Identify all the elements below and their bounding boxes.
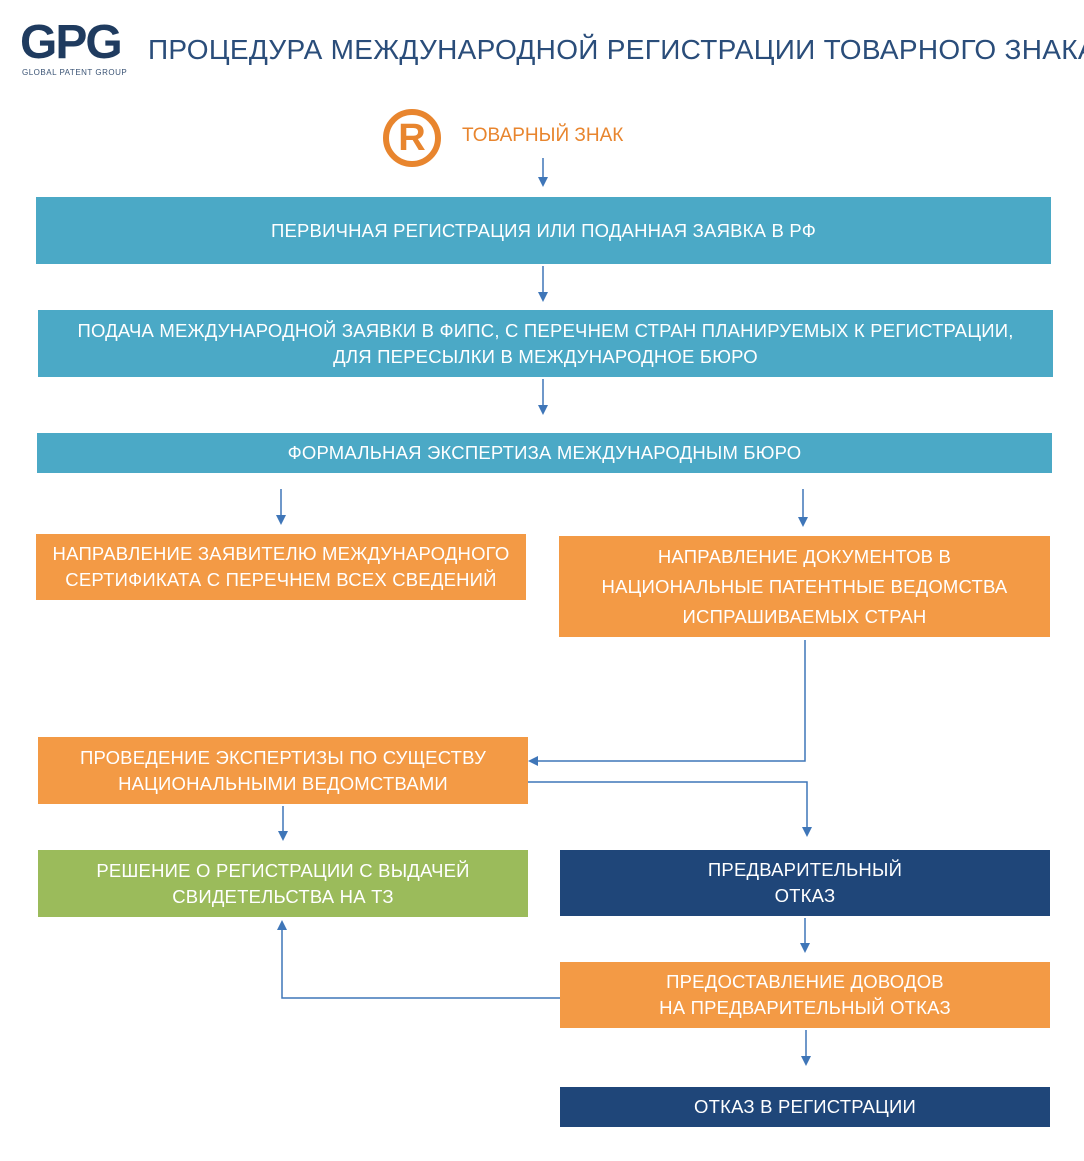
arrow-documents-to-substantive — [528, 640, 806, 766]
step-send-certificate-text: НАПРАВЛЕНИЕ ЗАЯВИТЕЛЮ МЕЖДУНАРОДНОГО СЕР… — [52, 543, 510, 590]
step-send-documents: НАПРАВЛЕНИЕ ДОКУМЕНТОВ В НАЦИОНАЛЬНЫЕ ПА… — [559, 536, 1050, 637]
step-refusal-arguments: ПРЕДОСТАВЛЕНИЕ ДОВОДОВ НА ПРЕДВАРИТЕЛЬНЫ… — [560, 962, 1050, 1028]
step-refusal-arguments-text: ПРЕДОСТАВЛЕНИЕ ДОВОДОВ НА ПРЕДВАРИТЕЛЬНЫ… — [659, 971, 951, 1018]
step-final-refusal-text: ОТКАЗ В РЕГИСТРАЦИИ — [694, 1096, 916, 1117]
page-title: ПРОЦЕДУРА МЕЖДУНАРОДНОЙ РЕГИСТРАЦИИ ТОВА… — [148, 34, 1084, 65]
step-international-filing: ПОДАЧА МЕЖДУНАРОДНОЙ ЗАЯВКИ В ФИПС, С ПЕ… — [38, 310, 1053, 377]
step-primary-registration: ПЕРВИЧНАЯ РЕГИСТРАЦИЯ ИЛИ ПОДАННАЯ ЗАЯВК… — [36, 197, 1051, 264]
step-primary-registration-text: ПЕРВИЧНАЯ РЕГИСТРАЦИЯ ИЛИ ПОДАННАЯ ЗАЯВК… — [270, 219, 817, 241]
step-registration-decision: РЕШЕНИЕ О РЕГИСТРАЦИИ С ВЫДАЧЕЙ СВИДЕТЕЛ… — [38, 850, 528, 917]
logo-letters: GPG — [20, 16, 123, 69]
arrow-arguments-to-decision — [277, 920, 560, 999]
step-international-filing-text: ПОДАЧА МЕЖДУНАРОДНОЙ ЗАЯВКИ В ФИПС, С ПЕ… — [77, 319, 1014, 367]
step-final-refusal: ОТКАЗ В РЕГИСТРАЦИИ — [560, 1087, 1050, 1127]
logo-tagline: GLOBAL PATENT GROUP — [22, 68, 128, 77]
step-substantive-examination-text: ПРОВЕДЕНИЕ ЭКСПЕРТИЗЫ ПО СУЩЕСТВУ НАЦИОН… — [79, 746, 487, 794]
registered-symbol: R — [398, 117, 426, 159]
step-send-certificate: НАПРАВЛЕНИЕ ЗАЯВИТЕЛЮ МЕЖДУНАРОДНОГО СЕР… — [36, 534, 526, 600]
arrow-substantive-to-preliminary — [528, 781, 812, 837]
step-registration-decision-text: РЕШЕНИЕ О РЕГИСТРАЦИИ С ВЫДАЧЕЙ СВИДЕТЕЛ… — [96, 859, 470, 907]
step-send-documents-text: НАПРАВЛЕНИЕ ДОКУМЕНТОВ В НАЦИОНАЛЬНЫЕ ПА… — [601, 545, 1008, 627]
step-preliminary-refusal-text: ПРЕДВАРИТЕЛЬНЫЙ ОТКАЗ — [707, 859, 903, 906]
step-formal-examination: ФОРМАЛЬНАЯ ЭКСПЕРТИЗА МЕЖДУНАРОДНЫМ БЮРО — [37, 433, 1052, 473]
registered-trademark-icon: R — [383, 109, 441, 167]
step-formal-examination-text: ФОРМАЛЬНАЯ ЭКСПЕРТИЗА МЕЖДУНАРОДНЫМ БЮРО — [287, 442, 802, 463]
step-substantive-examination: ПРОВЕДЕНИЕ ЭКСПЕРТИЗЫ ПО СУЩЕСТВУ НАЦИОН… — [38, 737, 528, 804]
gpg-logo: GPG GLOBAL PATENT GROUP — [20, 18, 138, 80]
trademark-label: ТОВАРНЫЙ ЗНАК — [462, 125, 624, 146]
step-preliminary-refusal: ПРЕДВАРИТЕЛЬНЫЙ ОТКАЗ — [560, 850, 1050, 916]
